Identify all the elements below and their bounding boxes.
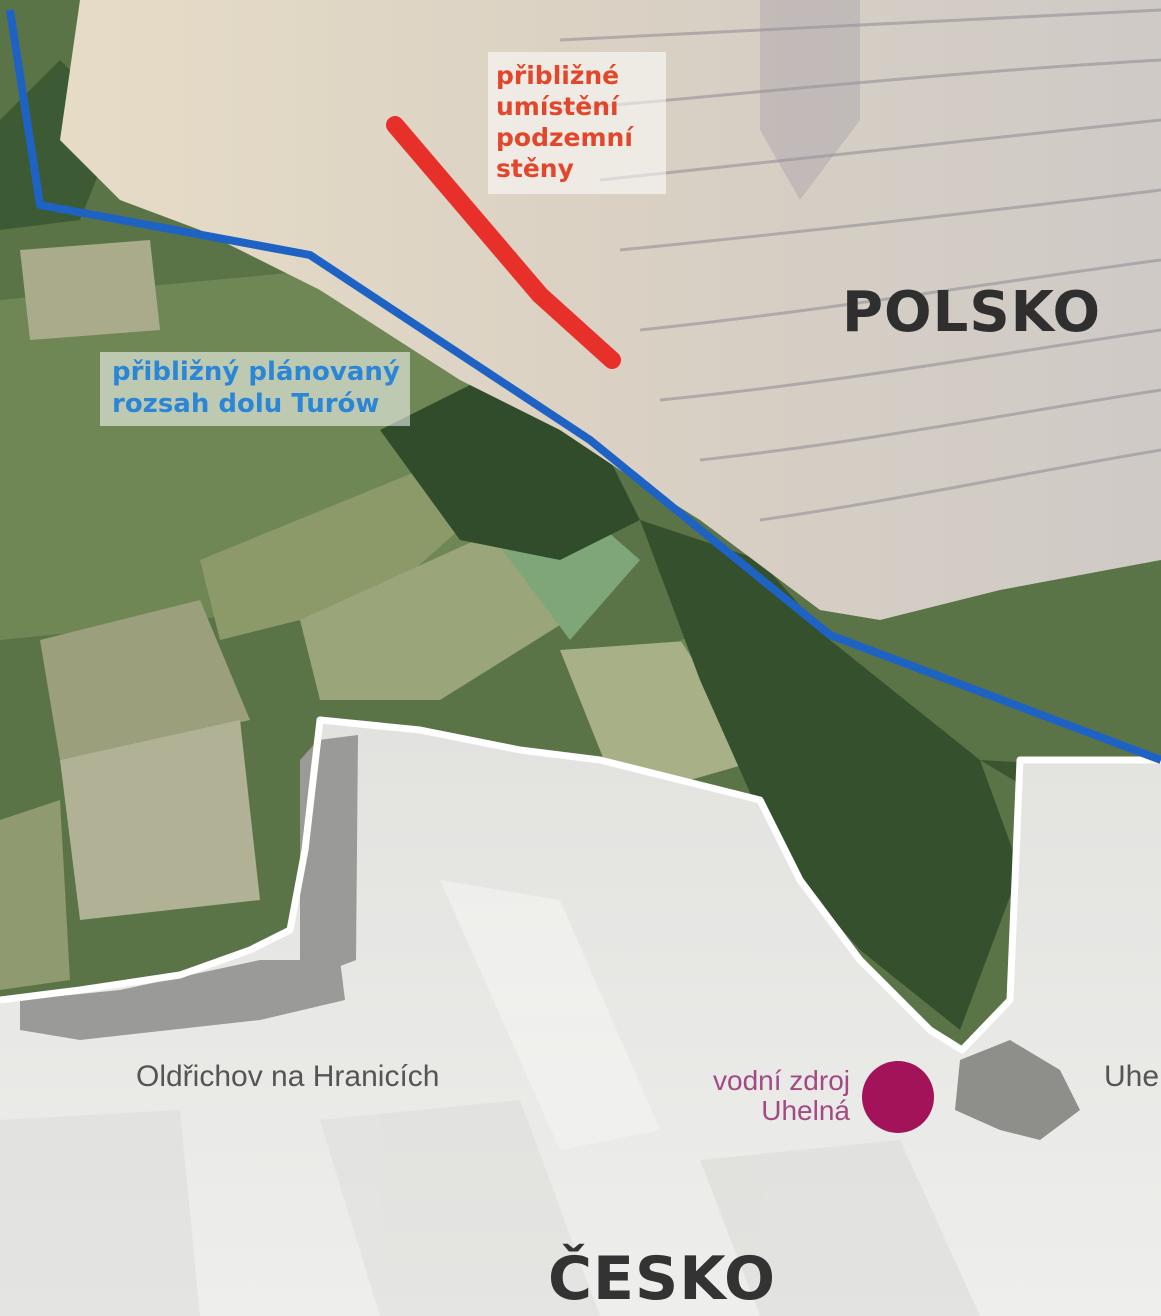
country-label-czechia: ČESKO bbox=[548, 1244, 777, 1314]
mine-terraces bbox=[559, 8, 1161, 522]
village-label-oldrichov: Oldřichov na Hranicích bbox=[136, 1060, 440, 1093]
state-border bbox=[0, 716, 1161, 1054]
mine-label-line: přibližný plánovaný bbox=[112, 357, 400, 387]
wall-label-line: stěny bbox=[496, 154, 574, 183]
mine-label-line: rozsah dolu Turów bbox=[112, 389, 380, 419]
water-label-line: vodní zdroj bbox=[713, 1065, 850, 1096]
underground-wall-line bbox=[386, 116, 621, 369]
village-label-uhelna: Uhe bbox=[1104, 1060, 1160, 1093]
mine-extent-label: přibližný plánovaný rozsah dolu Turów bbox=[100, 352, 410, 426]
czech-field-pattern bbox=[0, 880, 980, 1316]
mine-shadow bbox=[760, 0, 860, 200]
water-source-label: vodní zdroj Uhelná bbox=[660, 1066, 850, 1126]
fields bbox=[0, 240, 820, 990]
village-uhelna-area bbox=[955, 1040, 1080, 1140]
wall-label-line: umístění bbox=[496, 92, 619, 121]
water-label-line: Uhelná bbox=[761, 1095, 850, 1126]
wall-location-label: přibližné umístění podzemní stěny bbox=[488, 52, 666, 194]
wall-label-line: přibližné bbox=[496, 61, 620, 90]
mine-pit bbox=[60, 0, 1161, 620]
country-label-poland: POLSKO bbox=[842, 280, 1102, 345]
wall-label-line: podzemní bbox=[496, 123, 633, 152]
mine-extent-boundary bbox=[6, 9, 1161, 764]
water-source-marker-icon[interactable] bbox=[862, 1061, 934, 1133]
